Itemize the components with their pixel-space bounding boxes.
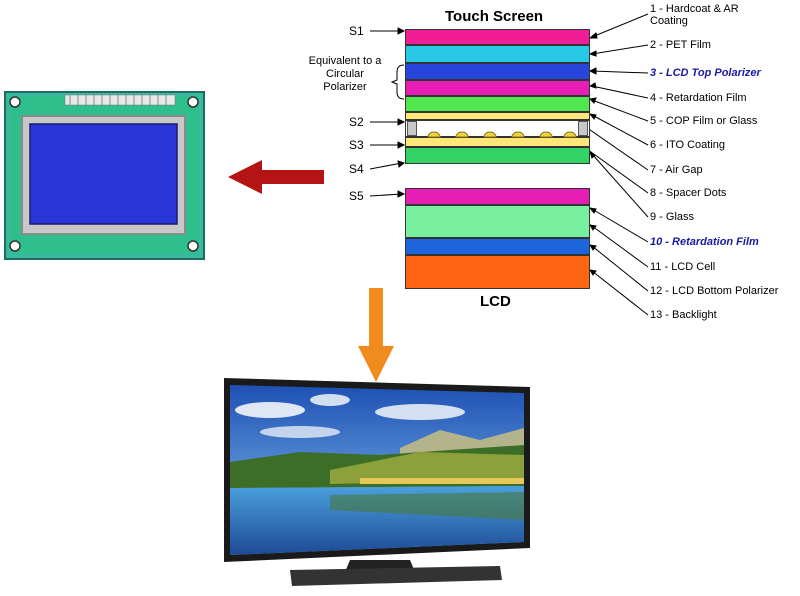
lcd-module-image	[4, 91, 205, 260]
layer-top-polarizer	[405, 63, 590, 80]
layer-backlight	[405, 255, 590, 289]
spacer-post-right	[578, 121, 588, 136]
layer-label-4: 4 - Retardation Film	[650, 92, 747, 104]
side-label-s3: S3	[349, 138, 364, 152]
layer-pet-film	[405, 45, 590, 63]
red-left-arrow	[228, 160, 324, 194]
side-label-s2: S2	[349, 115, 364, 129]
layer-label-11: 11 - LCD Cell	[650, 261, 716, 273]
layer-retardation-film	[405, 80, 590, 96]
layer-label-6: 6 - ITO Coating	[650, 139, 725, 151]
layer-label-10: 10 - Retardation Film	[650, 236, 759, 248]
layer-label-8: 8 - Spacer Dots	[650, 187, 727, 199]
layer-cop-film	[405, 96, 590, 112]
touch-screen-title: Touch Screen	[445, 8, 544, 25]
layer-label-1: 1 - Hardcoat & AR Coating	[650, 3, 739, 27]
layer-label-9: 9 - Glass	[650, 211, 695, 223]
layer-label-3: 3 - LCD Top Polarizer	[650, 67, 761, 79]
layer-retardation-film-lcd	[405, 188, 590, 205]
layer-label-12: 12 - LCD Bottom Polarizer	[650, 285, 779, 297]
side-label-s5: S5	[349, 189, 364, 203]
layer-ito-coating-bottom	[405, 137, 590, 147]
lcd-title: LCD	[480, 293, 511, 310]
layer-label-13: 13 - Backlight	[650, 309, 717, 321]
layer-lcd-cell	[405, 205, 590, 238]
layer-label-7: 7 - Air Gap	[650, 164, 703, 176]
layer-bottom-polarizer	[405, 238, 590, 255]
layer-label-5: 5 - COP Film or Glass	[650, 115, 758, 127]
side-label-s4: S4	[349, 162, 364, 176]
spacer-post-left	[407, 121, 417, 136]
polarizer-bracket	[390, 64, 405, 100]
orange-down-arrow	[358, 288, 394, 382]
s5-pointer	[369, 193, 403, 197]
tv-image	[224, 378, 530, 586]
layer-ito-coating-top	[405, 112, 590, 120]
equivalent-circular-polarizer-label: Equivalent to a Circular Polarizer	[308, 55, 382, 93]
side-label-s1: S1	[349, 24, 364, 38]
layer-glass	[405, 147, 590, 164]
s4-pointer	[369, 162, 403, 170]
layer-label-2: 2 - PET Film	[650, 39, 711, 51]
layer-hardcoat	[405, 29, 590, 45]
